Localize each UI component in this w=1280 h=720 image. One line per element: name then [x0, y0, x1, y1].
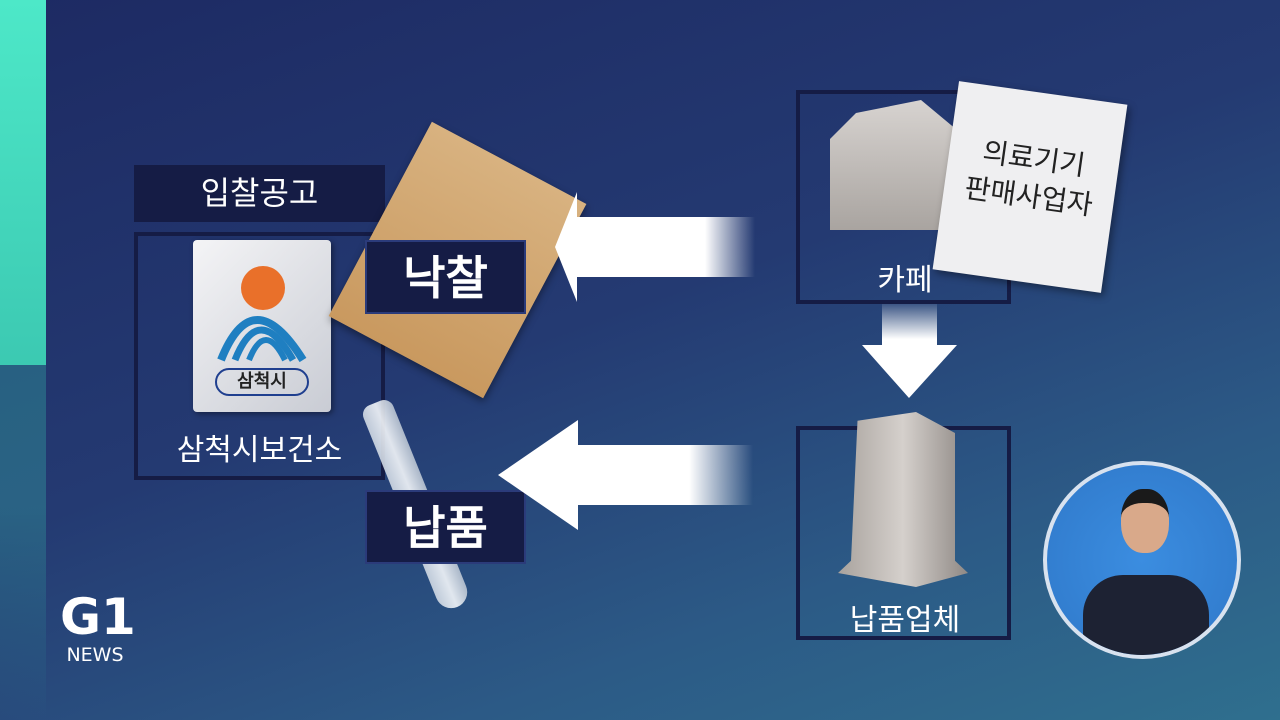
vendor-label: 납품업체 [849, 603, 961, 638]
accent-bar [0, 0, 46, 365]
arrow-down [862, 300, 957, 398]
bid-notice-header: 입찰공고 [134, 165, 385, 222]
health-center-box [134, 232, 385, 480]
interpreter-figure [1083, 575, 1209, 655]
delivery-tag: 납품 [365, 490, 526, 564]
arrow-left-top [555, 192, 755, 302]
interpreter-head [1121, 489, 1169, 553]
sign-language-interpreter [1043, 461, 1241, 659]
health-center-label: 삼척시보건소 [176, 433, 343, 468]
cafe-label: 카페 [877, 263, 933, 298]
logo-sub: NEWS [66, 644, 124, 666]
arrow-left-bottom [498, 420, 753, 530]
award-tag: 낙찰 [365, 240, 526, 314]
g1-news-logo: G1 NEWS [60, 588, 136, 666]
accent-glow [0, 365, 46, 720]
logo-mark: G1 [60, 588, 136, 646]
samcheok-emblem: 삼척시 [193, 240, 331, 412]
emblem-text: 삼척시 [215, 368, 309, 396]
vendor-building-icon [838, 412, 968, 587]
emblem-icon [217, 266, 307, 363]
cafe-building-icon [830, 100, 960, 230]
